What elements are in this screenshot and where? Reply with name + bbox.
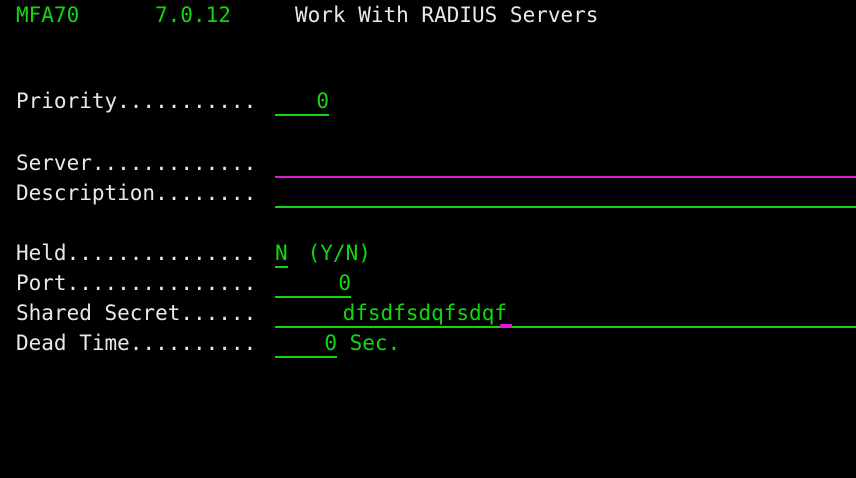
held-suffix-hint: (Y/N) <box>295 241 371 265</box>
field-row-priority: Priority........... 0 <box>0 86 856 116</box>
field-row-description: Description........ <box>0 178 856 208</box>
dead-time-unit-label: Sec. <box>337 331 401 355</box>
field-row-shared-secret: Shared Secret...... dfsdfsdqfsdqf <box>0 298 856 328</box>
page-title: Work With RADIUS Servers <box>295 3 599 27</box>
shared-secret-input-overflow[interactable] <box>507 298 856 328</box>
held-input[interactable]: N <box>275 238 288 268</box>
description-label: Description........ <box>16 181 257 205</box>
field-row-server: Server............. <box>0 148 856 178</box>
version-label: 7.0.12 <box>155 3 231 27</box>
header-row: MFA70 7.0.12 Work With RADIUS Servers <box>0 0 856 30</box>
field-row-dead-time: Dead Time.......... 0 Sec. <box>0 328 856 358</box>
field-row-port: Port............... 0 <box>0 268 856 298</box>
priority-label: Priority........... <box>16 89 257 113</box>
held-label: Held............... <box>16 241 257 265</box>
priority-input[interactable]: 0 <box>275 86 329 116</box>
screen-id-label: MFA70 <box>16 3 80 27</box>
server-label: Server............. <box>16 151 257 175</box>
text-cursor <box>500 324 512 328</box>
port-label: Port............... <box>16 271 257 295</box>
dead-time-input[interactable]: 0 <box>275 328 337 358</box>
server-input[interactable] <box>275 148 856 178</box>
shared-secret-input[interactable]: dfsdfsdqfsdqf <box>275 298 507 328</box>
dead-time-label: Dead Time.......... <box>16 331 257 355</box>
port-input[interactable]: 0 <box>275 268 351 298</box>
description-input[interactable] <box>275 178 856 208</box>
shared-secret-label: Shared Secret...... <box>16 301 257 325</box>
terminal-screen: MFA70 7.0.12 Work With RADIUS Servers Pr… <box>0 0 856 358</box>
field-row-held: Held............... N (Y/N) <box>0 238 856 268</box>
